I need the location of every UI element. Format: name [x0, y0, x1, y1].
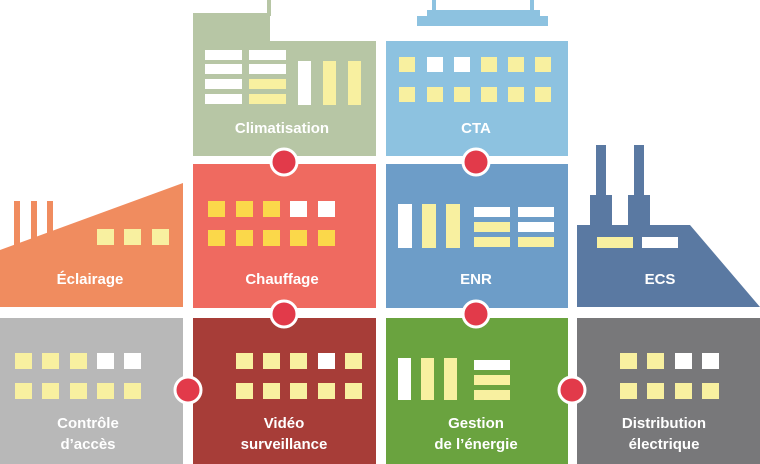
ecs-label: ECS [645, 271, 676, 288]
gestion-label-line1: Gestion [448, 415, 504, 432]
controle-label-line2: d’accès [60, 436, 115, 453]
tile-chauffage: Chauffage [193, 164, 376, 308]
tile-enr: ENR [386, 164, 568, 308]
connector-dot-chauffage-video [269, 299, 299, 329]
gestion-windows [398, 358, 510, 400]
tile-ecs: ECS [577, 145, 760, 307]
enr-windows [398, 204, 554, 248]
video-label-line1: Vidéo [264, 415, 305, 432]
connector-dot-gestion-distribution [557, 375, 587, 405]
tile-cta: CTA [386, 0, 568, 156]
climatisation-windows [205, 50, 361, 105]
connector-dot-enr-gestion [461, 299, 491, 329]
tile-gestion-energie: Gestion de l’énergie [386, 318, 568, 464]
gestion-label-line2: de l’énergie [434, 436, 517, 453]
tile-eclairage: Éclairage [0, 183, 183, 307]
video-windows [236, 353, 362, 399]
tile-climatisation: Climatisation [193, 0, 376, 156]
climatisation-label: Climatisation [235, 120, 329, 137]
controle-windows [15, 353, 141, 399]
tile-video-surveillance: Vidéo surveillance [193, 318, 376, 464]
connector-dot-controle-video [173, 375, 203, 405]
controle-label-line1: Contrôle [57, 415, 119, 432]
eclairage-windows [97, 229, 169, 245]
distribution-label-line1: Distribution [622, 415, 706, 432]
tile-controle-acces: Contrôle d’accès [0, 318, 183, 464]
cta-windows [399, 57, 551, 102]
ecs-windows [597, 237, 678, 248]
enr-label: ENR [460, 271, 492, 288]
video-label-line2: surveillance [241, 436, 328, 453]
connector-dot-climatisation-chauffage [269, 147, 299, 177]
chauffage-windows [208, 201, 335, 246]
cta-label: CTA [461, 120, 491, 137]
chauffage-label: Chauffage [245, 271, 318, 288]
connector-dot-cta-enr [461, 147, 491, 177]
tile-distribution-electrique: Distribution électrique [577, 318, 760, 464]
distribution-windows [620, 353, 719, 399]
distribution-label-line2: électrique [629, 436, 700, 453]
eclairage-label: Éclairage [57, 271, 124, 288]
